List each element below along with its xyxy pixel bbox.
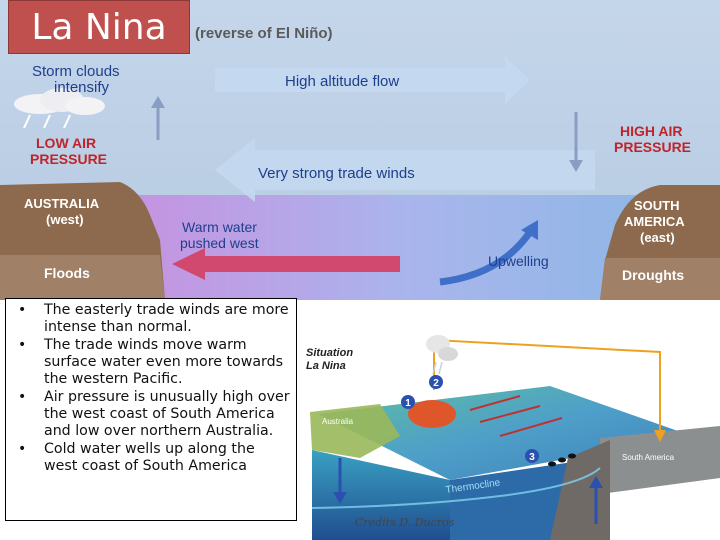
australia-label-2: (west) (46, 212, 84, 227)
bullet-text: The easterly trade winds are more intens… (44, 302, 289, 335)
thermocline-line (311, 467, 601, 509)
australia-landmass (310, 404, 400, 458)
high-air-pressure-label: HIGH AIR (620, 123, 682, 139)
trade-wind-arrows (469, 395, 563, 437)
bullet-text: Cold water wells up along the west coast… (44, 441, 255, 474)
warm-water-arrow (172, 248, 400, 280)
australia-small-label: Australia (322, 417, 354, 426)
australia-flood-land (0, 255, 165, 300)
bullet-list-box: •The easterly trade winds are more inten… (5, 298, 297, 521)
low-air-pressure-label: LOW AIR (36, 135, 96, 151)
descending-air-arrow (569, 112, 583, 172)
svg-text:2: 2 (433, 378, 439, 389)
bullet-item: •Cold water wells up along the west coas… (18, 441, 255, 474)
bullet-item: •The easterly trade winds are more inten… (18, 302, 289, 335)
south-america-label-3: (east) (640, 230, 675, 245)
la-nina-block-diagram: 1 2 3 Situation La Nina Australia South … (306, 335, 720, 540)
warm-pool (408, 400, 456, 428)
upwelling-arrow-head (521, 220, 538, 240)
low-air-pressure-label-2: PRESSURE (30, 151, 107, 167)
marker-3: 3 (525, 449, 539, 463)
ocean (100, 195, 660, 300)
trade-winds-arrow (215, 138, 595, 202)
walker-circulation-diagram: (reverse of El Niño) Storm clouds intens… (0, 0, 720, 300)
rain-cloud-icon (426, 335, 458, 375)
cold-water-marks (548, 453, 576, 467)
marker-1: 1 (401, 395, 415, 409)
upwelling-label: Upwelling (488, 253, 549, 269)
ocean-front-face (312, 450, 450, 540)
walker-cell-loop (433, 338, 661, 434)
droughts-label: Droughts (622, 267, 684, 283)
floods-label: Floods (44, 265, 90, 281)
bullet-text: The trade winds move warm surface water … (44, 337, 284, 387)
marker-2: 2 (429, 375, 443, 389)
bullet-text: Air pressure is unusually high over the … (44, 389, 290, 439)
bullet-item: •The trade winds move warm surface water… (18, 337, 284, 387)
downwelling-arrow-icon (333, 458, 347, 504)
walker-cell-arrowhead (654, 430, 666, 442)
rising-air-arrow (151, 96, 165, 140)
credits-text: Credits D. Ducros (355, 516, 455, 529)
upwelling-arrow-icon (589, 476, 603, 524)
upwelling-arrow (439, 229, 533, 286)
high-altitude-flow-arrow (215, 56, 530, 104)
storm-clouds-label-2: intensify (54, 79, 110, 96)
trade-winds-label: Very strong trade winds (258, 165, 415, 182)
situation-label-2: La Nina (306, 360, 346, 372)
high-altitude-flow-label: High altitude flow (285, 73, 399, 90)
storm-clouds-label: Storm clouds (32, 63, 120, 80)
svg-text:3: 3 (529, 452, 535, 463)
australia-label: AUSTRALIA (24, 196, 100, 211)
warm-water-label: Warm water (182, 219, 257, 235)
south-america-label: SOUTH (634, 198, 680, 213)
high-air-pressure-label-2: PRESSURE (614, 139, 691, 155)
storm-cloud-icon (14, 88, 105, 129)
bullet-item: •Air pressure is unusually high over the… (18, 389, 290, 439)
south-america-landmass (600, 426, 720, 494)
south-america-label-2: AMERICA (624, 214, 685, 229)
situation-label: Situation (306, 347, 353, 359)
slide-title: La Nina (8, 0, 190, 54)
warm-water-label-2: pushed west (180, 235, 259, 251)
svg-text:1: 1 (405, 398, 411, 409)
diagram-subtitle: (reverse of El Niño) (195, 25, 333, 42)
bullet-list: •The easterly trade winds are more inten… (6, 302, 292, 475)
south-america-drought-land (600, 258, 720, 300)
south-america-small-label: South America (622, 453, 675, 462)
